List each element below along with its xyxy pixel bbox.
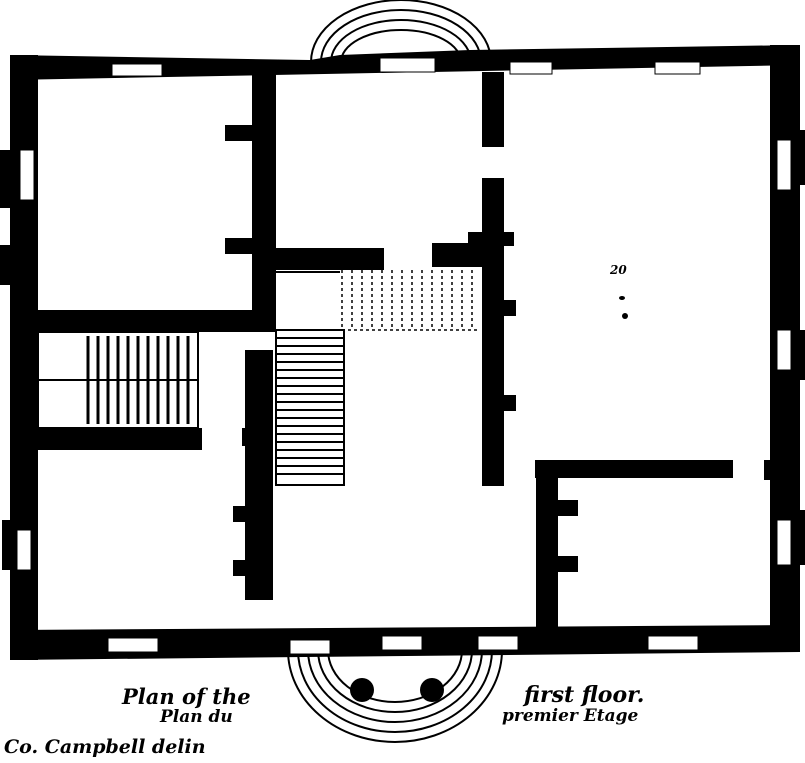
plan-caption-line1: Plan of the — [122, 684, 251, 709]
upper-stair-flight — [341, 270, 480, 331]
south-portico-steps — [287, 649, 503, 743]
room-mark-dot — [622, 313, 628, 319]
plan-caption-line2: Plan du — [160, 707, 233, 727]
portico-column — [350, 678, 374, 702]
room-mark-dot — [619, 296, 625, 300]
delineator-signature: Co. Campbell delin — [4, 736, 206, 758]
floor-caption-line2: premier Etage — [502, 706, 639, 726]
west-staircase — [37, 331, 199, 429]
floor-caption-line1: first floor. — [524, 682, 645, 708]
exterior-walls — [0, 45, 805, 660]
north-portico-steps — [310, 0, 492, 63]
room-mark: 20 — [609, 263, 627, 277]
windows — [16, 57, 792, 655]
portico-column — [420, 678, 444, 702]
main-staircase — [275, 329, 345, 486]
interior-walls — [37, 60, 774, 630]
